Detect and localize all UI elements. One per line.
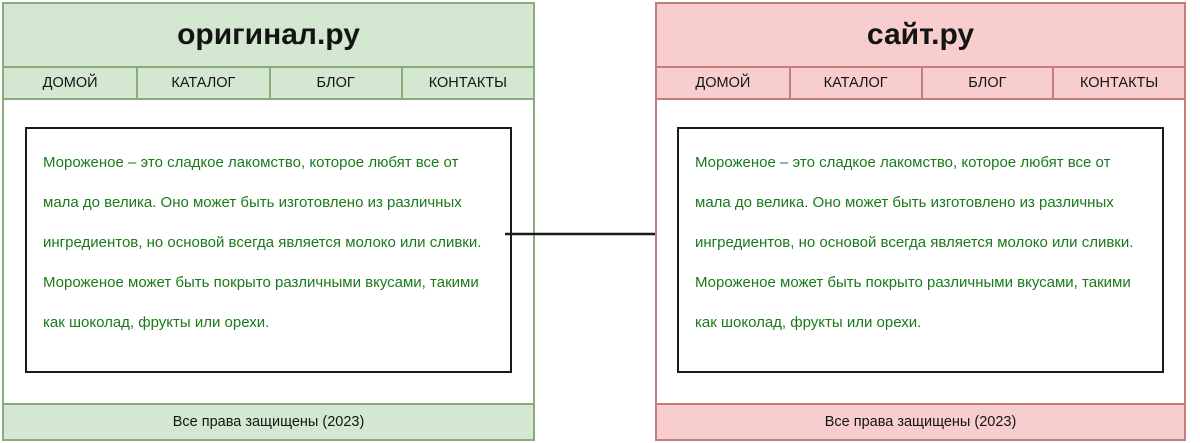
nav-item-catalog-copy[interactable]: КАТАЛОГ (788, 68, 921, 98)
nav-item-home-original[interactable]: ДОМОЙ (42, 75, 98, 91)
site-title-copy: сайт.ру (657, 4, 1184, 68)
site-title-original: оригинал.ру (4, 4, 533, 68)
site-footer-copy: Все права защищены (2023) (657, 403, 1184, 439)
nav-item-contacts-copy[interactable]: КОНТАКТЫ (1052, 68, 1184, 98)
nav-item-blog-original[interactable]: БЛОГ (268, 68, 401, 98)
nav-item-blog-copy[interactable]: БЛОГ (920, 68, 1053, 98)
nav-item-contacts-original[interactable]: КОНТАКТЫ (400, 68, 533, 98)
site-panel-copy: сайт.ру ДОМОЙ КАТАЛОГ БЛОГ КОНТАКТЫ Моро… (655, 2, 1186, 441)
site-footer-original: Все права защищены (2023) (4, 403, 533, 439)
content-text-copy: Мороженое – это сладкое лакомство, котор… (695, 154, 1134, 331)
content-box-original: Мороженое – это сладкое лакомство, котор… (25, 127, 512, 373)
content-box-copy: Мороженое – это сладкое лакомство, котор… (677, 127, 1164, 373)
site-body-original: Мороженое – это сладкое лакомство, котор… (4, 100, 533, 403)
content-text-original: Мороженое – это сладкое лакомство, котор… (43, 154, 482, 331)
site-panel-original: оригинал.ру ДОМОЙ КАТАЛОГ БЛОГ КОНТАКТЫ … (2, 2, 535, 441)
site-nav-copy: ДОМОЙ КАТАЛОГ БЛОГ КОНТАКТЫ (657, 68, 1184, 100)
nav-item-catalog-original[interactable]: КАТАЛОГ (136, 68, 268, 98)
nav-item-home-copy[interactable]: ДОМОЙ (695, 75, 751, 91)
site-nav-original: ДОМОЙ КАТАЛОГ БЛОГ КОНТАКТЫ (4, 68, 533, 100)
site-body-copy: Мороженое – это сладкое лакомство, котор… (657, 100, 1184, 403)
